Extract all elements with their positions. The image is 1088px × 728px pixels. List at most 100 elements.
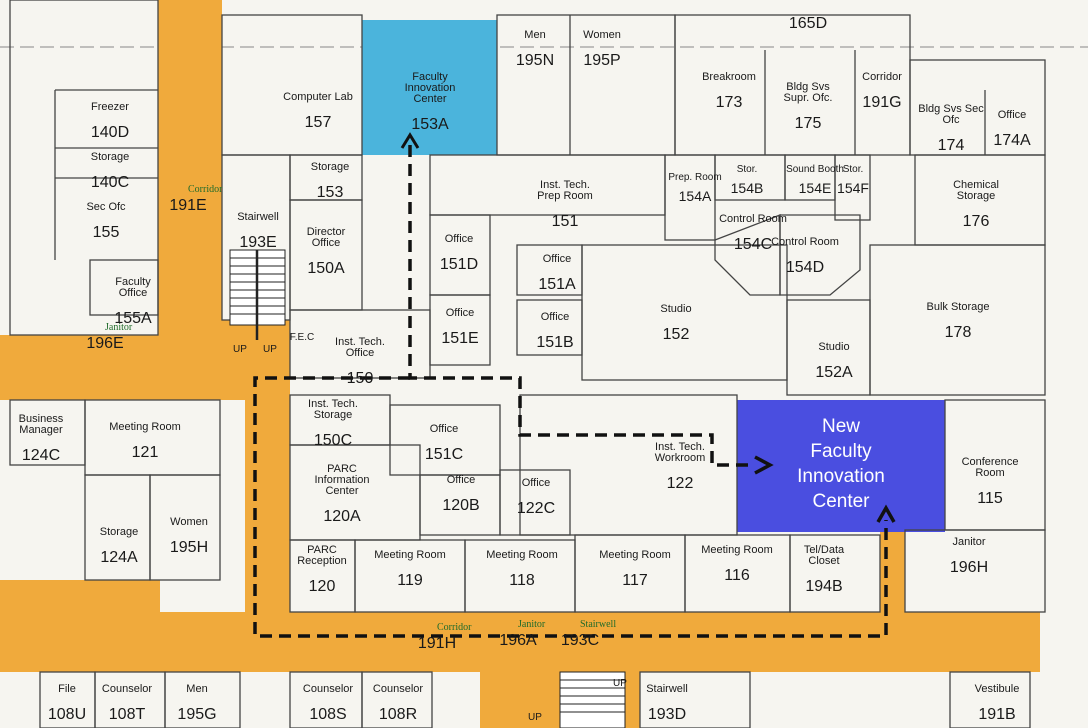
room-name-label: Bldg Svs — [786, 81, 830, 93]
room-name-label: Inst. Tech. — [335, 336, 385, 348]
wall-152a — [786, 299, 871, 396]
room-number-label: 121 — [132, 444, 159, 461]
new-center-label-line: Center — [812, 491, 870, 512]
room-number-label: 122C — [517, 500, 555, 517]
room-number-label: 120A — [323, 508, 361, 525]
corridor-191h-horizontal — [0, 612, 1040, 672]
room-name-label: Meeting Room — [374, 549, 446, 561]
room-number-label: 176 — [963, 213, 990, 230]
room-name-label: Inst. Tech. — [308, 398, 358, 410]
room-number-label: 151E — [441, 330, 478, 347]
room-name-label: Bldg Svs Sec — [918, 103, 984, 115]
wall-left-block — [9, 0, 159, 336]
arrow-origin-icon — [400, 132, 420, 149]
room-name-label: Office — [998, 109, 1027, 121]
room-name-label: Office — [430, 423, 459, 435]
room-name-label: Office — [346, 347, 375, 359]
room-name-label: Room — [975, 467, 1004, 479]
room-number-label: 195G — [177, 706, 216, 723]
room-name-label: Freezer — [91, 101, 129, 113]
room-name-label: Center — [325, 485, 358, 497]
room-name-label: Supr. Ofc. — [784, 92, 833, 104]
stairwell-193d-treads — [559, 671, 626, 728]
room-name-label: Men — [186, 683, 207, 695]
room-name-label: Bulk Storage — [927, 301, 990, 313]
room-number-label: 157 — [305, 114, 332, 131]
wall-193d — [639, 671, 751, 728]
room-number-label: 151C — [425, 446, 463, 463]
room-number-label: 150A — [307, 260, 345, 277]
room-name-label: Breakroom — [702, 71, 756, 83]
room-number-label: 155A — [114, 310, 152, 327]
room-name-label: Men — [524, 29, 545, 41]
room-name-label: Meeting Room — [486, 549, 558, 561]
room-number-label: 154B — [731, 180, 764, 196]
room-number-label: 151A — [538, 276, 576, 293]
corridor-name-label: Corridor — [188, 184, 223, 195]
room-name-label: Business — [19, 413, 64, 425]
room-number-label: 120 — [309, 578, 336, 595]
room-name-label: Inst. Tech. — [540, 179, 590, 191]
room-number-label: 140D — [91, 124, 129, 141]
room-number-label: 117 — [622, 572, 648, 589]
room-number-label: 108R — [379, 706, 417, 723]
room-number-label: 108U — [48, 706, 86, 723]
room-number-label: 196H — [950, 559, 988, 576]
room-name-label: Stor. — [843, 164, 864, 175]
room-number-label: 122 — [667, 475, 694, 492]
stair-up-mark: UP — [233, 344, 247, 355]
room-name-label: Information — [314, 474, 369, 486]
room-name-label: Storage — [100, 526, 139, 538]
room-number-label: 193D — [648, 706, 686, 723]
room-name-label: Sec Ofc — [86, 201, 126, 213]
room-name-label: PARC — [327, 463, 357, 475]
room-number-label: 154F — [837, 180, 869, 196]
room-name-label: Studio — [818, 341, 849, 353]
room-number-label: 154A — [679, 188, 712, 204]
room-name-label: Sound Booth — [786, 164, 844, 175]
room-number-label: 155 — [93, 224, 120, 241]
room-number-label: 124A — [100, 549, 138, 566]
room-name-label: Meeting Room — [109, 421, 181, 433]
corridor-name-label: Janitor — [518, 619, 546, 630]
room-number-label: 173 — [716, 94, 743, 111]
room-number-label: 152A — [815, 364, 853, 381]
room-number-label: 174A — [993, 132, 1031, 149]
room-name-label: Studio — [660, 303, 691, 315]
room-name-label: Office — [522, 477, 551, 489]
room-number-label: 150C — [314, 432, 352, 449]
stair-up-mark: UP — [263, 344, 277, 355]
corridor-number-label: 191E — [169, 197, 206, 214]
room-name-label: Tel/Data — [804, 544, 845, 556]
corridor-number-label: 193C — [561, 632, 599, 649]
corridor-number-label: 196E — [86, 335, 123, 352]
room-name-label: Director — [307, 226, 346, 238]
room-name-label: Office — [445, 233, 474, 245]
corridor-191e-vertical — [158, 0, 222, 370]
room-name-label: Janitor — [952, 536, 985, 548]
room-labels: 165DMen195NWomen195PFacultyInnovationCen… — [19, 15, 1031, 723]
room-name-label: Corridor — [862, 71, 902, 83]
room-number-label: 193E — [239, 234, 276, 251]
room-number-label: 178 — [945, 324, 972, 341]
room-name-label: Innovation — [405, 82, 456, 94]
room-number-label: 151B — [536, 334, 573, 351]
room-name-label: Ofc — [942, 114, 960, 126]
room-name-label: Chemical — [953, 179, 999, 191]
room-name-label: Office — [541, 311, 570, 323]
corridor-196h-spur — [880, 530, 905, 620]
room-name-label: Computer Lab — [283, 91, 353, 103]
walls — [9, 0, 1046, 728]
room-name-label: Faculty — [115, 276, 151, 288]
arrow-up-icon — [876, 504, 896, 523]
room-number-label: 140C — [91, 174, 129, 191]
wall-195h — [149, 474, 221, 581]
room-name-label: File — [58, 683, 76, 695]
stair-up-mark: UP — [528, 712, 542, 723]
wall-196h — [904, 529, 1046, 613]
room-number-label: 165D — [789, 15, 827, 32]
room-number-label: 195N — [516, 52, 554, 69]
wall-122c — [499, 469, 571, 536]
